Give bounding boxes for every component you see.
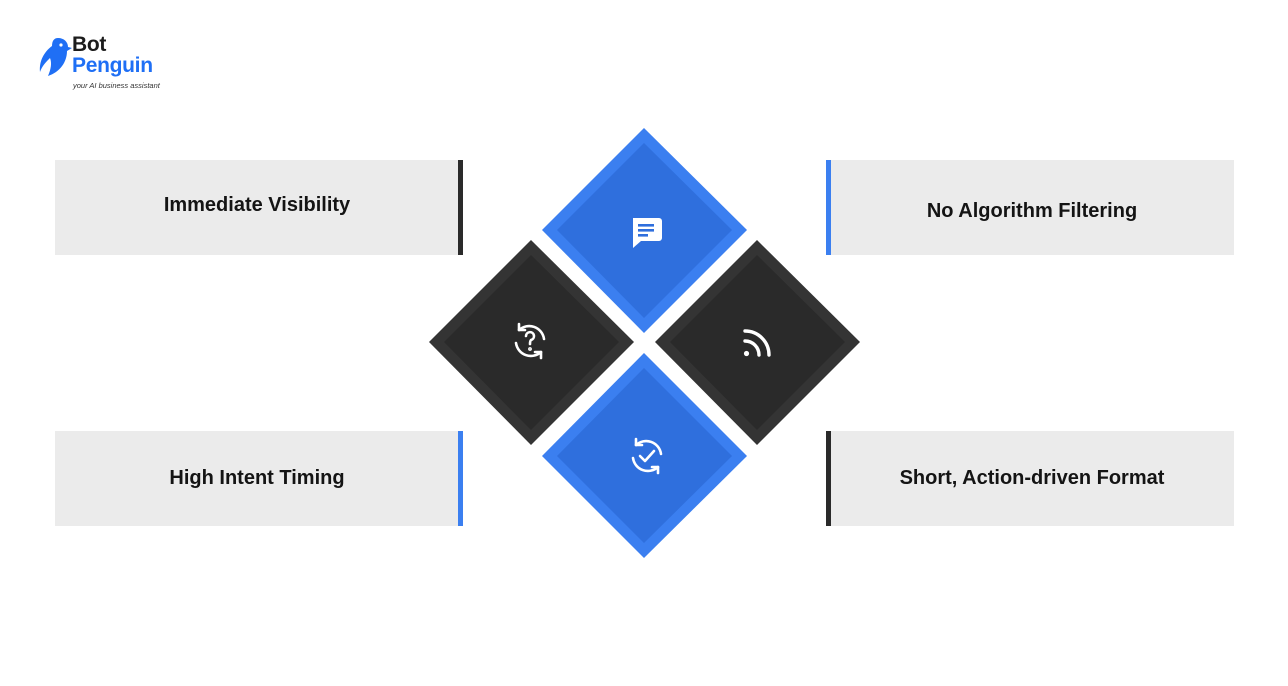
- question-refresh-icon: [510, 321, 550, 361]
- feature-label: Short, Action-driven Format: [899, 467, 1165, 489]
- check-refresh-icon: [627, 436, 667, 476]
- card-accent-bar: [826, 431, 831, 526]
- feature-card-immediate-visibility: Immediate Visibility: [55, 160, 459, 255]
- brand-logo: Bot Penguin your AI business assistant: [38, 34, 198, 94]
- brand-tagline: your AI business assistant: [73, 81, 160, 90]
- feature-card-no-algorithm-filtering: No Algorithm Filtering: [830, 160, 1234, 255]
- feature-card-short-action-driven-format: Short, Action-driven Format: [830, 431, 1234, 526]
- card-accent-bar: [458, 160, 463, 255]
- card-accent-bar: [826, 160, 831, 255]
- brand-name-line1: Bot: [72, 33, 107, 56]
- feature-card-high-intent-timing: High Intent Timing: [55, 431, 459, 526]
- chat-message-icon: [627, 212, 667, 252]
- feature-label: High Intent Timing: [169, 467, 345, 489]
- penguin-logo-icon: [39, 38, 72, 76]
- brand-name-line2: Penguin: [72, 54, 153, 77]
- rss-feed-icon: [738, 323, 778, 363]
- feature-label: No Algorithm Filtering: [926, 200, 1138, 222]
- feature-label: Immediate Visibility: [163, 194, 351, 216]
- card-accent-bar: [458, 431, 463, 526]
